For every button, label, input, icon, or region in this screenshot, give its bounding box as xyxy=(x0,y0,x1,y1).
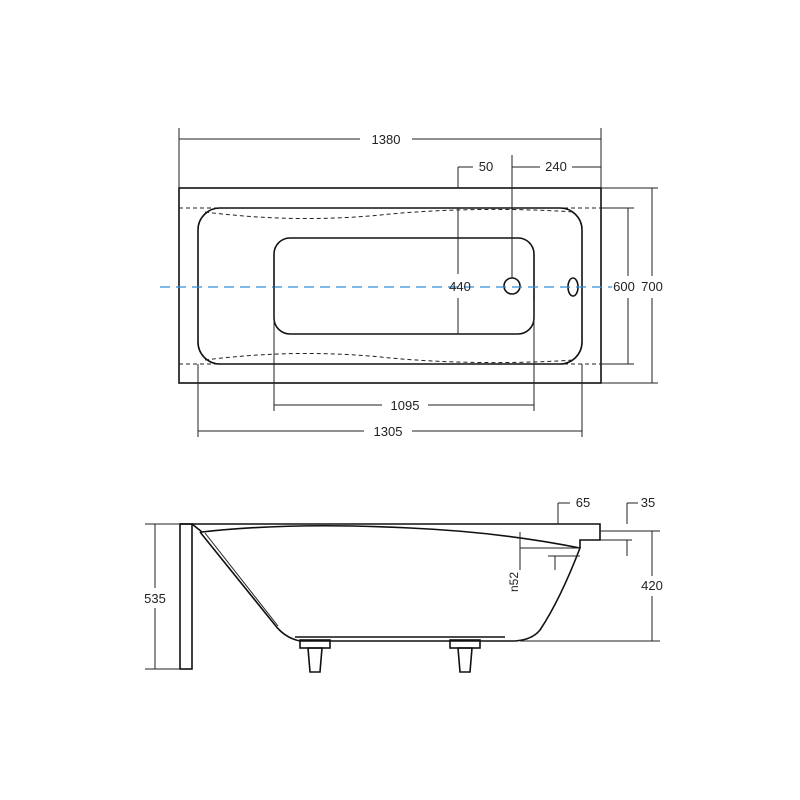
dim-inner-width: 600 xyxy=(613,279,635,294)
dim-overflow-diameter: n52 xyxy=(507,572,521,592)
dim-width: 700 xyxy=(641,279,663,294)
drain-icon xyxy=(503,277,521,295)
top-view: 1380 50 240 440 600 700 1095 xyxy=(160,128,663,439)
dim-rim-thickness: 35 xyxy=(641,495,655,510)
dim-inner-length: 1305 xyxy=(374,424,403,439)
top-inner-basin xyxy=(197,207,583,365)
side-panel xyxy=(179,523,193,670)
dim-length: 1380 xyxy=(372,132,401,147)
side-tub-body xyxy=(191,523,582,642)
top-outer-rim xyxy=(178,187,602,384)
left-foot xyxy=(299,639,331,673)
dim-rim-edge: 65 xyxy=(576,495,590,510)
side-view: 535 420 65 35 n52 xyxy=(144,495,663,673)
dim-depth: 420 xyxy=(641,578,663,593)
dim-overflow-offset: 50 xyxy=(479,159,493,174)
top-floor xyxy=(273,237,535,335)
dim-total-height: 535 xyxy=(144,591,166,606)
dim-floor-width: 440 xyxy=(449,279,471,294)
dim-floor-length: 1095 xyxy=(391,398,420,413)
right-foot xyxy=(449,639,481,673)
dim-drain-offset: 240 xyxy=(545,159,567,174)
